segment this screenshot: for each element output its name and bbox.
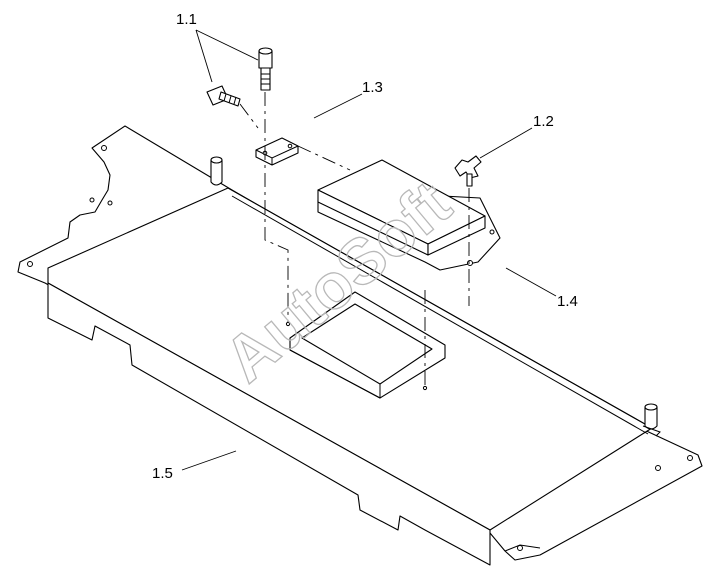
callout-1-2: 1.2 [533,113,554,130]
callout-1-5: 1.5 [152,465,173,482]
assembly-lines [239,92,470,391]
control-unit-side [427,215,486,256]
base-plate-rear-edge [227,187,653,429]
flange-hole [89,197,95,203]
flange-hole [101,145,107,151]
control-unit-mount-hole [489,229,495,235]
control-unit-mount-hole [467,260,473,266]
flange-hole [655,465,661,471]
flange-hole [27,261,33,267]
knob-screw [454,155,482,187]
base-plate-front-face [47,282,491,566]
screw-vertical [258,47,273,91]
locating-pin-right [642,403,661,437]
callout-1-1: 1.1 [176,11,197,28]
flange-hole [517,545,523,551]
base-plate-inner-edge [231,195,649,435]
base-pocket [289,291,446,399]
callout-1-3: 1.3 [362,79,383,96]
bracket [255,137,299,166]
control-unit-box [317,159,501,271]
callout-leaders [181,29,557,471]
locating-pin-left [210,156,223,186]
flange-hole [107,200,113,206]
screw-angled [206,85,241,107]
callout-1-4: 1.4 [557,293,578,310]
flange-hole [687,455,693,461]
